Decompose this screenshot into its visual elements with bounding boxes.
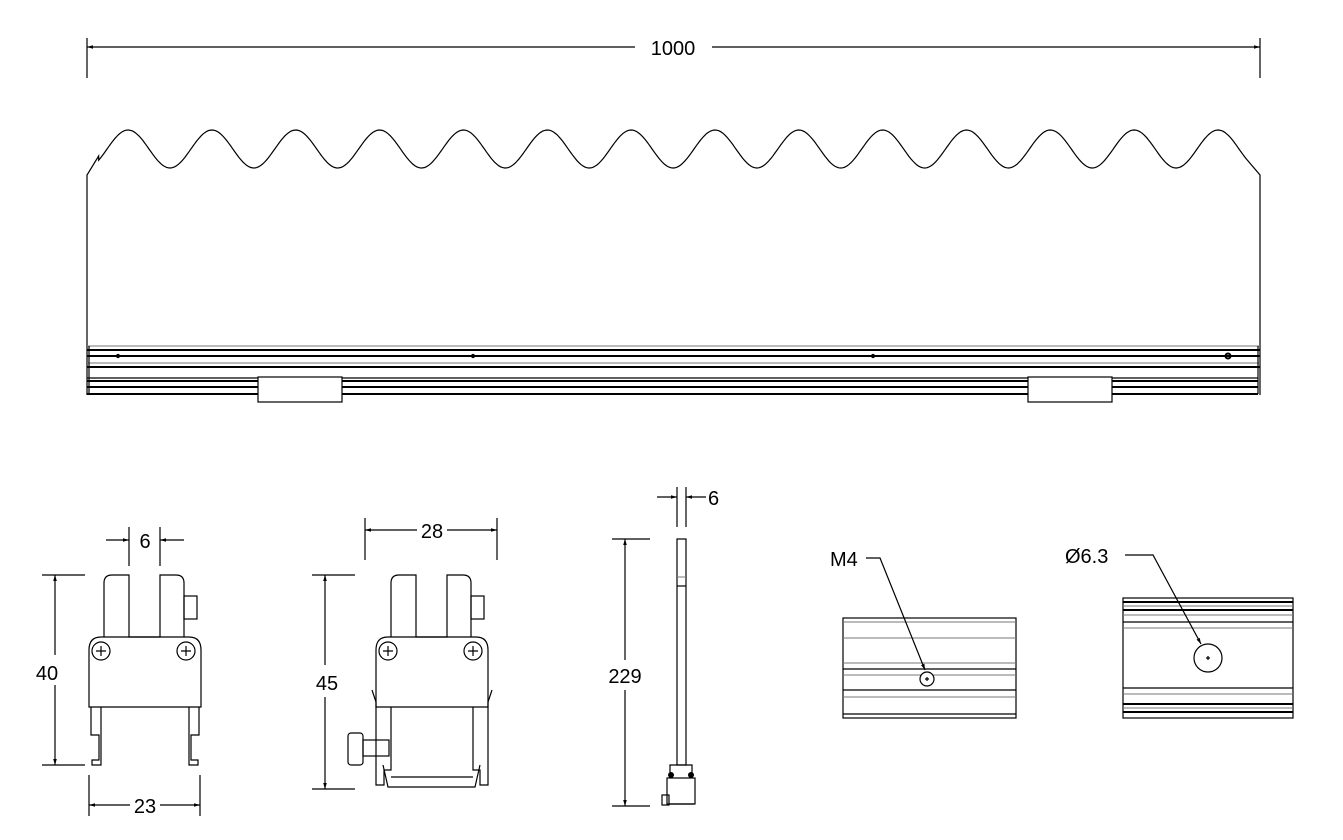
overall-length-label: 1000 bbox=[651, 38, 696, 60]
clip-bracket-view bbox=[347, 574, 493, 788]
thumb-screw-icon bbox=[347, 732, 364, 766]
clip-width-label: 23 bbox=[134, 796, 156, 818]
end-cap-drilled: Ø6.3 bbox=[1065, 546, 1294, 719]
rivet-icon bbox=[470, 353, 476, 359]
thread-callout-label: M4 bbox=[830, 549, 858, 571]
overall-length-dimension: 1000 bbox=[86, 38, 1261, 78]
clip-front-view bbox=[88, 574, 202, 766]
rivet-icon bbox=[870, 353, 876, 359]
bracket-width-label: 28 bbox=[421, 521, 443, 543]
bracket-dimensions: 45 28 bbox=[312, 518, 498, 790]
clip-height-label: 40 bbox=[36, 663, 58, 685]
rivet-icon bbox=[115, 353, 121, 359]
side-thickness-label: 6 bbox=[708, 488, 719, 510]
side-height-label: 229 bbox=[608, 666, 641, 688]
mounting-bracket bbox=[1027, 376, 1113, 403]
panel-front-view bbox=[86, 129, 1261, 403]
rivet-icon bbox=[1224, 352, 1232, 360]
mounting-bracket bbox=[257, 376, 343, 403]
clip-dimensions: 40 6 23 bbox=[36, 527, 201, 818]
clip-slot-label: 6 bbox=[139, 531, 150, 553]
side-dimensions: 229 6 bbox=[608, 487, 719, 807]
panel-side-view bbox=[661, 538, 696, 806]
hole-callout-label: Ø6.3 bbox=[1065, 546, 1108, 568]
bracket-height-label: 45 bbox=[316, 673, 338, 695]
end-cap-threaded: M4 bbox=[830, 549, 1017, 719]
